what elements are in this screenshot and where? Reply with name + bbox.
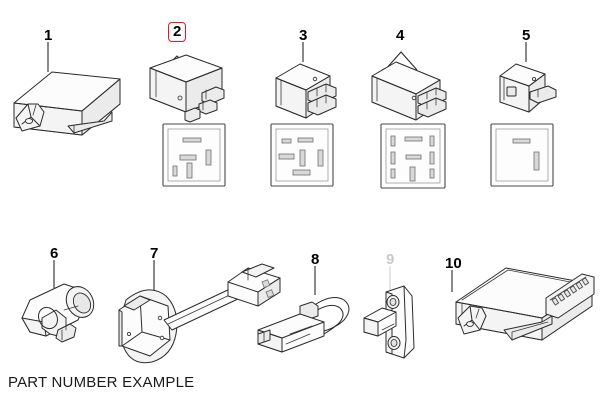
callout-text-4: 4 (396, 27, 405, 44)
part-8-connector-with-loop-wire (257, 297, 350, 353)
callout-text-10: 10 (445, 255, 462, 272)
callout-text-2: 2 (173, 23, 182, 40)
callout-text-5: 5 (522, 27, 531, 44)
part-10-control-module-large (455, 267, 595, 341)
callout-text-9: 9 (386, 251, 395, 268)
callout-text-8: 8 (311, 251, 320, 268)
callout-text-6: 6 (50, 245, 59, 262)
callout-text-3: 3 (299, 27, 308, 44)
part-1-control-module-flat (13, 71, 121, 136)
part-9-mounting-bracket (363, 285, 415, 359)
callout-label-6[interactable]: 6 (50, 246, 58, 261)
part-2-relay-5-pin (149, 54, 226, 187)
callout-label-5[interactable]: 5 (522, 28, 530, 43)
part-7-sensor-with-cable (118, 263, 281, 364)
callout-text-7: 7 (150, 245, 159, 262)
part-3-relay-6-pin (270, 63, 337, 187)
callout-label-4[interactable]: 4 (396, 28, 404, 43)
callout-label-1[interactable]: 1 (44, 28, 52, 43)
part-6-sensor-dual-boss (21, 283, 95, 343)
callout-label-10[interactable]: 10 (445, 256, 462, 271)
callout-label-3[interactable]: 3 (299, 28, 307, 43)
part-4-relay-9-pin (371, 61, 447, 189)
callout-label-9[interactable]: 9 (386, 252, 394, 267)
footer-caption: PART NUMBER EXAMPLE (8, 374, 195, 391)
callout-label-7[interactable]: 7 (150, 246, 158, 261)
callout-label-2-highlighted[interactable]: 2 (168, 22, 187, 42)
part-5-relay-2-pin (490, 63, 557, 187)
callout-text-1: 1 (44, 27, 53, 44)
callout-label-8[interactable]: 8 (311, 252, 319, 267)
